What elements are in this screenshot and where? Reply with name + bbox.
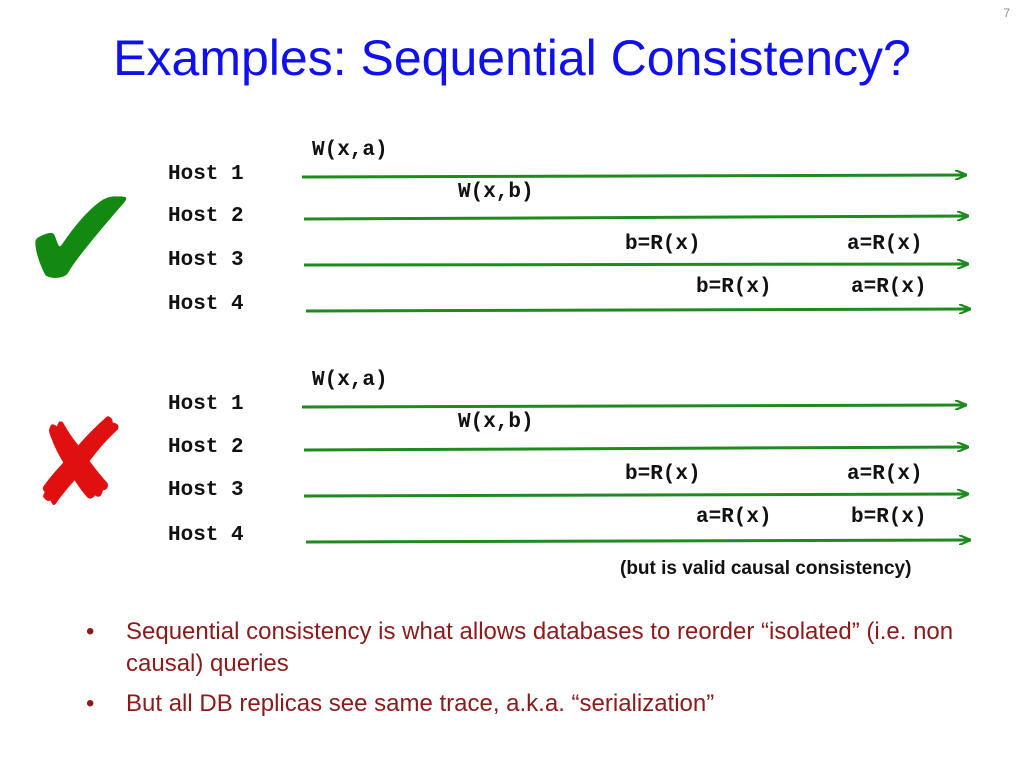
operation-label: a=R(x) bbox=[851, 276, 927, 299]
operation-label: W(x,b) bbox=[458, 181, 534, 204]
causal-consistency-note: (but is valid causal consistency) bbox=[620, 558, 912, 579]
timeline-host1-b bbox=[301, 405, 966, 407]
host-label: Host 3 bbox=[168, 249, 244, 272]
operation-label: a=R(x) bbox=[847, 233, 923, 256]
host-label: Host 2 bbox=[168, 205, 244, 228]
operation-label: b=R(x) bbox=[625, 463, 701, 486]
bullet-list: • Sequential consistency is what allows … bbox=[80, 616, 980, 728]
slide-title: Examples: Sequential Consistency? bbox=[113, 30, 911, 86]
cross-icon: ✘ bbox=[28, 395, 129, 534]
timeline-host4-a bbox=[305, 309, 970, 311]
bullet-text: But all DB replicas see same trace, a.k.… bbox=[126, 690, 715, 717]
bullet-dot-icon: • bbox=[86, 618, 95, 645]
operation-label: a=R(x) bbox=[847, 463, 923, 486]
bullet-dot-icon: • bbox=[86, 690, 95, 717]
host-label: Host 1 bbox=[168, 393, 244, 416]
timeline-host2-b bbox=[303, 447, 968, 450]
timeline-host3-a bbox=[303, 264, 968, 265]
slide-number: 7 bbox=[1003, 6, 1010, 20]
host-label: Host 4 bbox=[168, 293, 244, 316]
operation-label: W(x,a) bbox=[312, 369, 388, 392]
timeline-host3-b bbox=[303, 494, 968, 496]
operation-label: b=R(x) bbox=[851, 506, 927, 529]
timeline-host4-b bbox=[305, 540, 970, 542]
host-label: Host 1 bbox=[168, 163, 244, 186]
timeline-host2-a bbox=[303, 216, 968, 219]
timeline-host1-a bbox=[301, 175, 966, 177]
bullet-item: • Sequential consistency is what allows … bbox=[80, 616, 980, 680]
operation-label: W(x,b) bbox=[458, 411, 534, 434]
host-label: Host 3 bbox=[168, 479, 244, 502]
operation-label: W(x,a) bbox=[312, 139, 388, 162]
bullet-text: Sequential consistency is what allows da… bbox=[126, 618, 954, 677]
host-label: Host 4 bbox=[168, 524, 244, 547]
operation-label: b=R(x) bbox=[625, 233, 701, 256]
bullet-item: • But all DB replicas see same trace, a.… bbox=[80, 688, 980, 720]
checkmark-icon: ✔ bbox=[18, 153, 144, 327]
operation-label: b=R(x) bbox=[696, 276, 772, 299]
host-label: Host 2 bbox=[168, 436, 244, 459]
operation-label: a=R(x) bbox=[696, 506, 772, 529]
